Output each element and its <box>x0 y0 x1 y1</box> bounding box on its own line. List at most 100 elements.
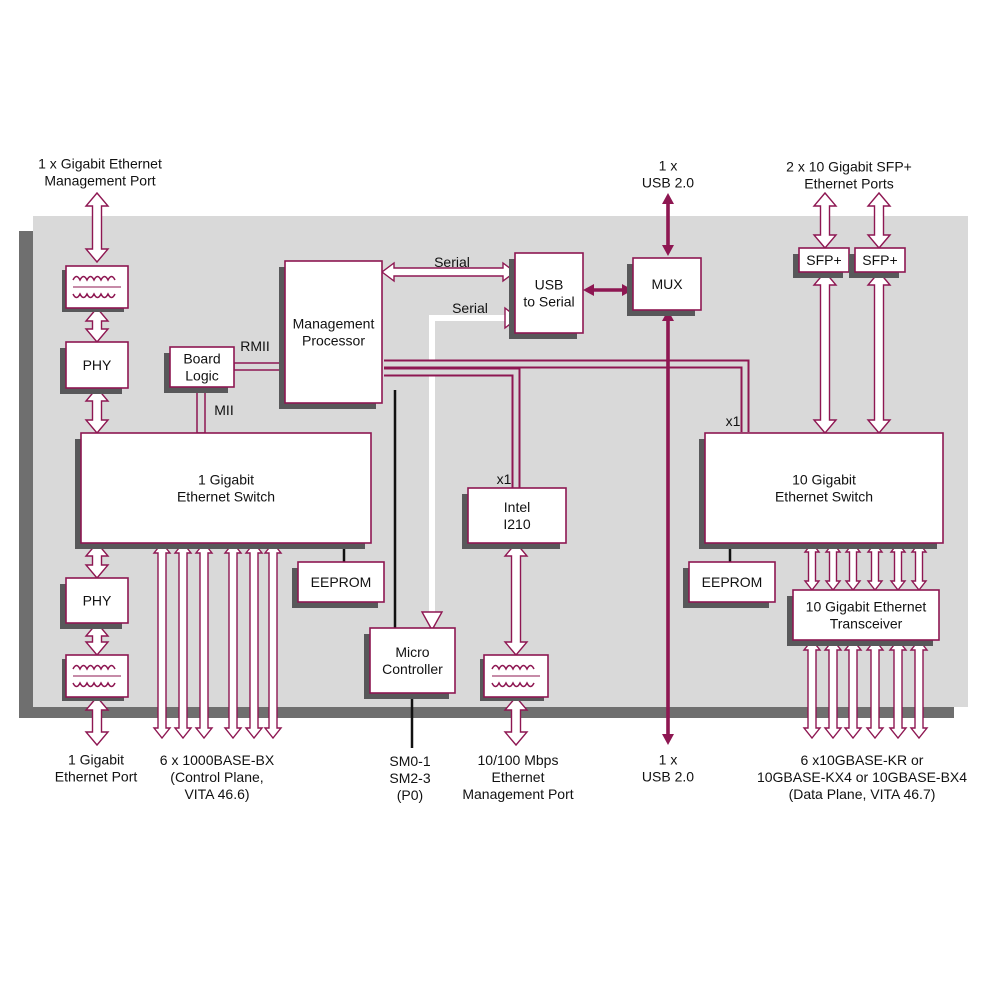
magnetics-icon <box>491 664 540 688</box>
sfp-2 <box>854 247 906 273</box>
gbe-port-arrow <box>84 695 110 747</box>
rmii-label: RMII <box>240 338 270 354</box>
board-logic-label-line: Logic <box>185 368 218 384</box>
bx-lane-arrow-6 <box>263 541 283 740</box>
sm-bus-label-line: SM2-3 <box>389 770 430 786</box>
eeprom-left <box>297 561 385 603</box>
coil-winding <box>72 275 116 282</box>
usb-top-label-line: 1 x <box>659 158 678 174</box>
serial-mid-arrowhead <box>420 611 444 632</box>
base-bx-label-line: VITA 46.6) <box>184 786 249 802</box>
mux-label: MUX <box>651 276 683 292</box>
tengbe-transceiver-label-line: 10 Gigabit Ethernet <box>806 599 927 615</box>
gbe-mgmt-port-label-line: 1 x Gigabit Ethernet <box>38 156 162 172</box>
usb-bottom-arrow <box>662 310 674 745</box>
sfp-ports-label: 2 x 10 Gigabit SFP+Ethernet Ports <box>786 159 912 192</box>
serial-mid-label-line: Serial <box>452 300 488 316</box>
eeprom-left-label: EEPROM <box>311 574 372 590</box>
mgmt-port-arrow <box>84 191 110 264</box>
gbe-switch <box>80 432 372 544</box>
bx-lane-arrow-2 <box>173 541 193 740</box>
dp-lane-arrow-6 <box>909 638 929 740</box>
mux-label-line: MUX <box>651 276 683 292</box>
board-logic <box>169 346 235 388</box>
phy-top-label: PHY <box>83 357 112 373</box>
data-plane-label-line: (Data Plane, VITA 46.7) <box>789 786 936 802</box>
bx-lane-arrow-4 <box>223 541 243 740</box>
phy-bottom-label-line: PHY <box>83 593 112 609</box>
micro-controller-label-line: Micro <box>395 644 429 660</box>
sfp-1-label: SFP+ <box>806 252 841 268</box>
mii-label-line: MII <box>214 402 233 418</box>
dp-lane-arrow-1 <box>802 638 822 740</box>
coil-winding <box>491 664 535 671</box>
sm-bus-label-line: (P0) <box>397 787 423 803</box>
rmii-label-line: RMII <box>240 338 270 354</box>
mgmt-port-100-label-line: Ethernet <box>492 769 545 785</box>
mgmt-port-100-label-line: Management Port <box>462 786 573 802</box>
usb-bottom-label-line: USB 2.0 <box>642 769 694 785</box>
base-bx-label-line: (Control Plane, <box>170 769 263 785</box>
mgmt-100-port-arrow <box>503 695 529 747</box>
eeprom-right <box>688 561 776 603</box>
dp-lane-arrow-2 <box>823 638 843 740</box>
x1-intel-label: x1 <box>497 471 512 487</box>
gbe-switch-label-line: 1 Gigabit <box>198 472 254 488</box>
phy-top-label-line: PHY <box>83 357 112 373</box>
usb-to-serial-label-line: USB <box>535 277 564 293</box>
bx-lane-arrow-5 <box>244 541 264 740</box>
phy-bottom-label: PHY <box>83 593 112 609</box>
usb-top-label-line: USB 2.0 <box>642 175 694 191</box>
bx-lane-arrow-3 <box>194 541 214 740</box>
serial-mid-inner <box>429 315 516 615</box>
micro-controller-label-line: Controller <box>382 661 443 677</box>
gbe-port-label-line: 1 Gigabit <box>68 752 124 768</box>
eeprom-right-label-line: EEPROM <box>702 574 763 590</box>
mgmt-port-100-label-line: 10/100 Mbps <box>478 752 559 768</box>
sfp-2-label: SFP+ <box>862 252 897 268</box>
coil-winding <box>72 292 116 299</box>
usb-top-arrow <box>662 193 674 256</box>
coil-winding <box>72 664 116 671</box>
bx-lane-arrow-1 <box>152 541 172 740</box>
tengbe-transceiver <box>792 589 940 641</box>
management-processor-label-line: Management <box>293 316 375 332</box>
management-processor <box>284 260 383 404</box>
coil-winding <box>72 681 116 688</box>
intel-i210 <box>467 487 567 544</box>
serial-top-label: Serial <box>434 254 470 270</box>
sm-bus-label-line: SM0-1 <box>389 753 430 769</box>
dp-lane-arrow-5 <box>888 638 908 740</box>
gbe-mgmt-port-label-line: Management Port <box>44 173 155 189</box>
connection-layer <box>84 191 929 748</box>
serial-mid-label: Serial <box>452 300 488 316</box>
usb-to-serial <box>514 252 584 334</box>
dp-lane-arrow-4 <box>865 638 885 740</box>
sfp-1-label-line: SFP+ <box>806 252 841 268</box>
block-layer <box>60 247 944 701</box>
usb-to-serial-label-line: to Serial <box>523 294 574 310</box>
micro-controller <box>369 627 456 694</box>
management-processor-label-line: Processor <box>302 333 365 349</box>
usb-serial-mux-arrow <box>583 284 633 296</box>
eeprom-left-label-line: EEPROM <box>311 574 372 590</box>
magnetics-icon <box>72 275 121 299</box>
sfp-ports-label-line: Ethernet Ports <box>804 176 894 192</box>
serial-top-label-line: Serial <box>434 254 470 270</box>
dp-lane-arrow-3 <box>843 638 863 740</box>
